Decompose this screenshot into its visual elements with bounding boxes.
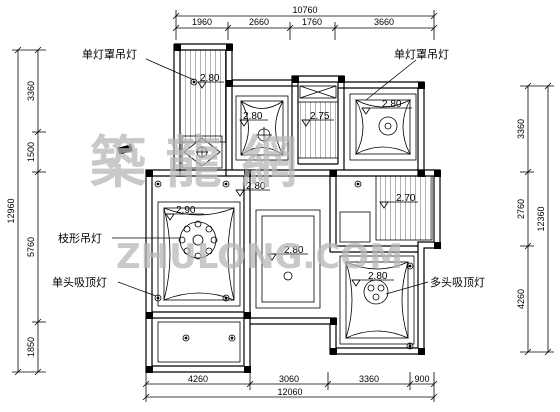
- right-dimension-chain: [520, 82, 554, 356]
- room-living: [157, 201, 241, 307]
- top-dim-3: 1760: [302, 17, 322, 27]
- label-single-pendant-right: 单灯罩吊灯: [394, 48, 449, 61]
- height-top-left-room: 2.80: [243, 111, 263, 122]
- bottom-dim-2: 3060: [279, 374, 299, 384]
- label-branch-chandelier: 枝形吊灯: [58, 231, 102, 245]
- leader-lines: [112, 58, 429, 297]
- bottom-dim-1: 4260: [188, 374, 208, 384]
- hatched-ceiling-hall: [179, 49, 227, 143]
- left-dim-1: 3360: [26, 81, 36, 101]
- hatched-ceiling-corridor: [297, 101, 339, 159]
- top-total-dim: 10760: [292, 5, 317, 15]
- left-total-dim: 12960: [6, 198, 16, 223]
- right-total-dim: 12360: [536, 206, 546, 231]
- bottom-balcony-frame: [157, 321, 241, 363]
- hatched-ceiling-right: [375, 175, 433, 241]
- top-dim-1: 1960: [192, 17, 212, 27]
- columns: [117, 44, 441, 373]
- left-dim-3: 5760: [26, 237, 36, 257]
- height-living: 2.90: [176, 205, 196, 216]
- right-dim-1: 3360: [516, 119, 526, 139]
- label-multi-ceiling-light: 多头吸顶灯: [430, 275, 485, 289]
- height-central: 2.80: [246, 181, 266, 192]
- room-bottom-right: [339, 255, 415, 345]
- room-top-left: [235, 95, 289, 161]
- top-dimension-chain: [172, 10, 438, 40]
- height-bottom-right-room: 2.80: [368, 271, 388, 282]
- height-top-right-room: 2.80: [382, 99, 402, 110]
- bottom-dim-4: 900: [414, 374, 429, 384]
- label-single-ceiling-light: 单头吸顶灯: [52, 276, 107, 289]
- room-top-right: [349, 93, 417, 161]
- height-top-left-hall: 2.80: [200, 73, 220, 84]
- watermark-chinese: 築 龍 網: [90, 131, 297, 196]
- height-markers: [165, 81, 418, 287]
- height-corridor: 2.75: [310, 111, 330, 122]
- top-dim-4: 3660: [374, 17, 394, 27]
- room-middle: [255, 209, 321, 309]
- watermark-latin: ZHULONG.COM: [116, 237, 403, 277]
- left-dimension-chain: [12, 46, 46, 376]
- right-dim-3: 4260: [516, 289, 526, 309]
- height-right-room: 2.70: [396, 193, 416, 204]
- single-ceiling-lights: [154, 78, 414, 350]
- bottom-dimension-chain: [142, 372, 438, 402]
- label-single-pendant-left: 单灯罩吊灯: [82, 48, 137, 61]
- bottom-total-dim: 12060: [277, 387, 302, 397]
- room-central-small: [181, 135, 223, 169]
- right-dim-2: 2760: [516, 199, 526, 219]
- left-dim-4: 1850: [26, 337, 36, 357]
- left-dim-2: 1500: [26, 142, 36, 162]
- bottom-dim-3: 3360: [359, 374, 379, 384]
- vent-boxes: [299, 85, 371, 243]
- height-middle-room: 2.80: [284, 245, 304, 256]
- top-dim-2: 2660: [249, 17, 269, 27]
